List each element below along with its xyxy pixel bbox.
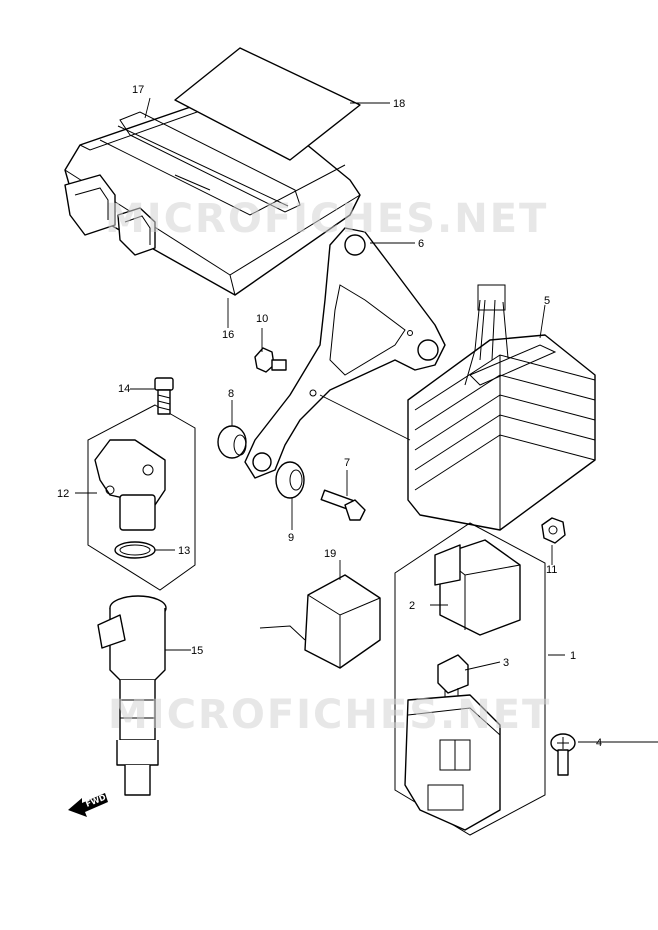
- sensor-group-frame: [87, 404, 196, 591]
- cam-position-sensor: [94, 439, 166, 531]
- callout-15: 15: [191, 645, 203, 657]
- o-ring: [114, 541, 156, 559]
- callout-7: 7: [344, 457, 350, 469]
- relay-group-frame: [394, 522, 546, 836]
- watermark-top: MICROFICHES.NET: [105, 196, 548, 242]
- callout-2: 2: [409, 600, 415, 612]
- callout-3: 3: [503, 657, 509, 669]
- screw-4: [550, 733, 576, 776]
- callout-11: 11: [546, 564, 557, 576]
- callout-numbers: 17 18 16 10 6 5 14 8 7 9 12 13 15 11 19 …: [57, 84, 602, 749]
- callout-16: 16: [222, 329, 234, 341]
- callout-6: 6: [418, 238, 424, 250]
- grommet-8: [217, 425, 247, 459]
- callout-1: 1: [570, 650, 576, 662]
- ecu-rubber-band: [119, 111, 301, 213]
- callout-4: 4: [596, 737, 602, 749]
- callout-5: 5: [544, 295, 550, 307]
- bolt-10: [254, 347, 287, 373]
- watermark-bottom: MICROFICHES.NET: [108, 692, 551, 738]
- nut-11: [541, 517, 566, 544]
- callout-17: 17: [132, 84, 144, 96]
- callout-10: 10: [256, 313, 268, 325]
- callout-19: 19: [324, 548, 336, 560]
- callout-13: 13: [178, 545, 190, 557]
- bolt-7: [320, 489, 366, 521]
- tilt-sensor: [259, 574, 381, 669]
- ecu-label-sticker: [174, 47, 361, 161]
- leader-lines: [75, 97, 658, 743]
- forward-direction-arrow: FWD: [68, 793, 108, 817]
- callout-9: 9: [288, 532, 294, 544]
- callout-14: 14: [118, 383, 130, 395]
- callout-12: 12: [57, 488, 69, 500]
- mounting-bracket: [244, 227, 446, 479]
- grommet-9: [275, 461, 305, 499]
- callout-8: 8: [228, 388, 234, 400]
- callout-18: 18: [393, 98, 405, 110]
- fuse-box-cover: [434, 539, 521, 636]
- bolt-14: [154, 377, 174, 415]
- ignition-coil: [97, 595, 167, 796]
- fuse-box: [404, 694, 501, 831]
- regulator-rectifier: [407, 284, 596, 531]
